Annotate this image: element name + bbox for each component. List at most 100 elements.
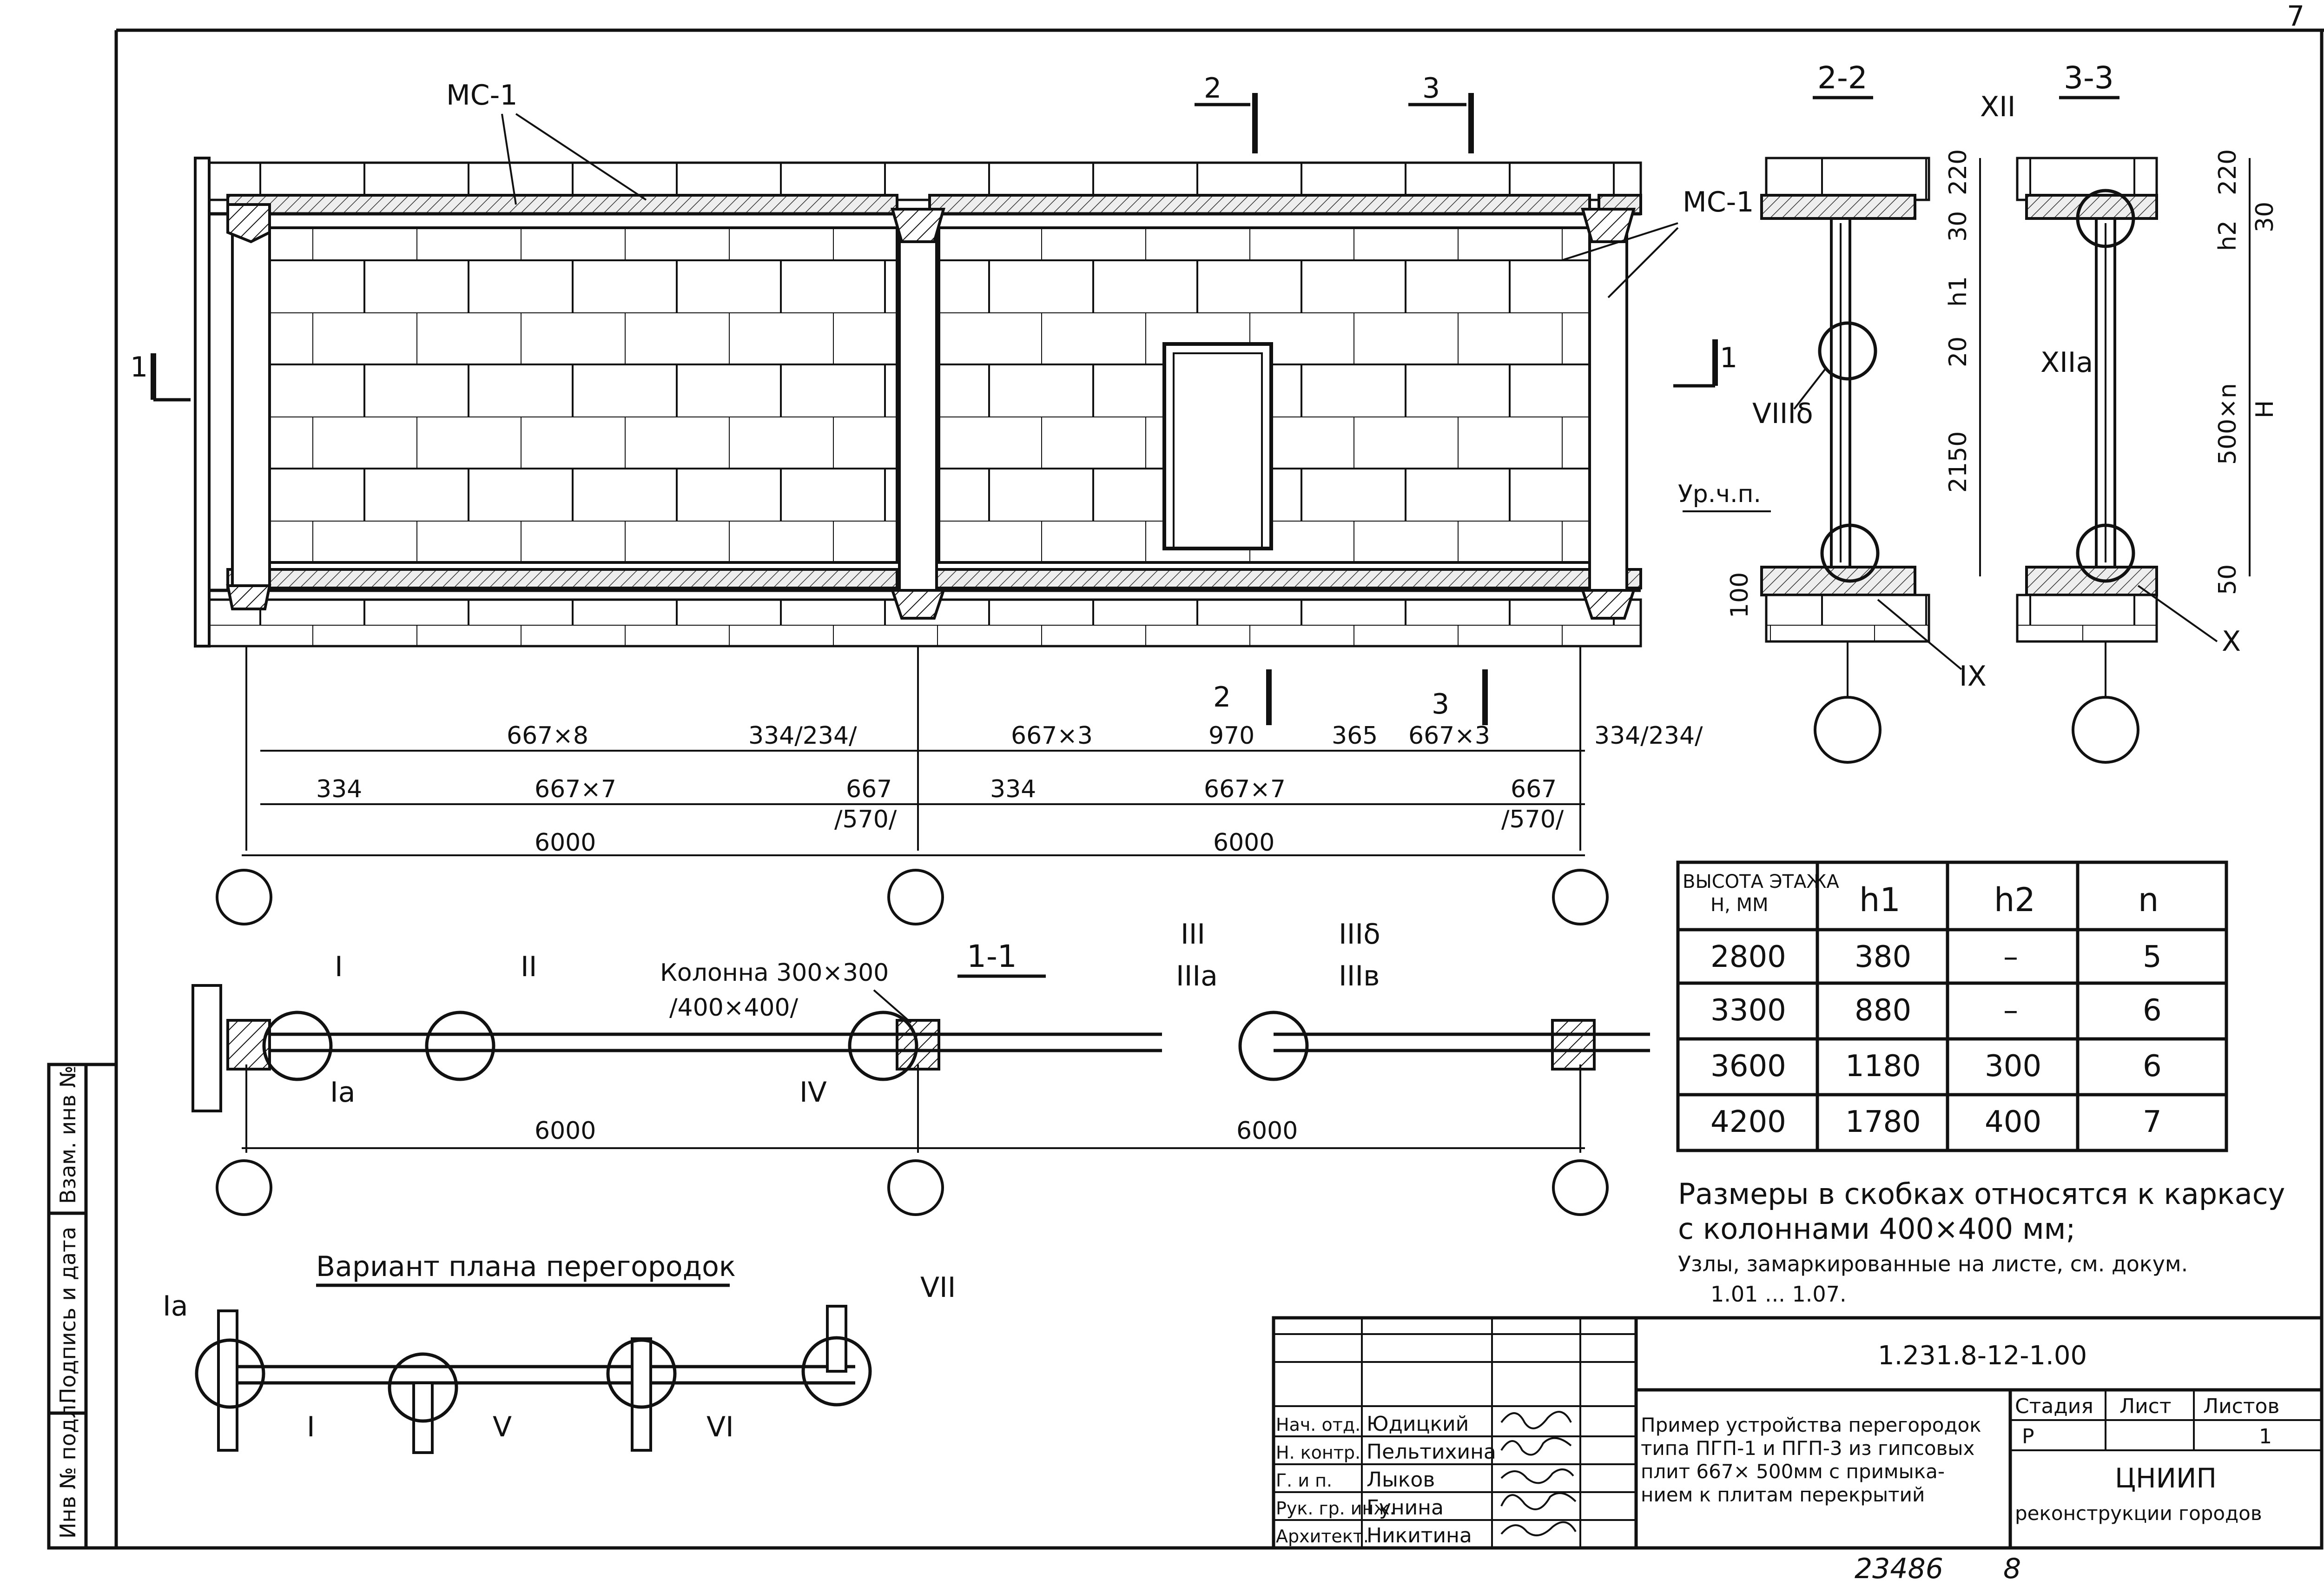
side-stamp-inv: Инв № подл. — [55, 1398, 80, 1539]
person-name: Гунина — [1367, 1496, 1444, 1520]
axis-bubble — [1552, 1159, 1609, 1216]
node-XIIa: XIIa — [2040, 346, 2093, 379]
elevation-dimensions: 667×8 334/234/ 667×3 970 365 667×3 334/2… — [216, 646, 1703, 925]
table-row: 4200 1780 400 7 — [1710, 1105, 2162, 1139]
mc1-left-label: МС-1 — [446, 79, 518, 112]
dim-667x3-b: 667×3 — [1408, 722, 1490, 750]
dim-970: 970 — [1208, 722, 1254, 750]
dim-667x7-b: 667×7 — [1204, 775, 1286, 803]
note-line-2: с колоннами 400×400 мм; — [1678, 1212, 2075, 1246]
plan-1-1: 1-1 Колонна 300×300 /400×400/ I Ia II IV… — [191, 918, 1650, 1216]
variant-node-V: V — [493, 1411, 512, 1443]
floor-height-table: ВЫСОТА ЭТАЖА Н, ММ h1 h2 n 2800 380 – 5 … — [1676, 860, 2228, 1152]
table-row: 3300 880 – 6 — [1710, 993, 2162, 1028]
note-line-3: Узлы, замаркированные на листе, см. доку… — [1678, 1251, 2188, 1276]
table-header-height: ВЫСОТА ЭТАЖА — [1683, 871, 1839, 892]
sec22-dim-h1: h1 — [1944, 276, 1972, 307]
signature — [1500, 1521, 1577, 1536]
node-Ia: Ia — [330, 1076, 355, 1109]
title-line-3: плит 667× 500мм с примыка- — [1641, 1460, 1945, 1483]
stage-value: Р — [2022, 1425, 2034, 1448]
table-cell: 3600 — [1710, 1049, 1786, 1084]
node-II: II — [521, 951, 537, 983]
signature — [1500, 1492, 1577, 1510]
dim-334-234-a: 334/234/ — [748, 722, 857, 750]
title-line-4: нием к плитам перекрытий — [1641, 1483, 1925, 1506]
person-role: Архитект. — [1276, 1526, 1369, 1547]
table-row: 3600 1180 300 6 — [1710, 1049, 2162, 1084]
section-3-3-title: 3-3 — [2064, 60, 2114, 96]
section-mark-3-top: 3 — [1422, 72, 1440, 105]
table-row: 2800 380 – 5 — [1710, 940, 2162, 974]
person-name: Лыков — [1367, 1468, 1435, 1492]
variant-node-I: I — [307, 1411, 315, 1443]
person-name: Никитина — [1367, 1524, 1472, 1547]
variant-node-VII: VII — [920, 1271, 956, 1304]
table-cell: 300 — [1985, 1049, 2041, 1084]
plan-dim-6000-b: 6000 — [1236, 1117, 1298, 1145]
variant-node-VI: VI — [706, 1411, 734, 1443]
axis-bubble — [887, 869, 944, 925]
stage-head: Стадия — [2015, 1395, 2093, 1418]
door-opening — [1162, 342, 1273, 550]
sec33-dim-500n: 500×n — [2214, 383, 2242, 465]
table-cell: 3300 — [1710, 993, 1786, 1028]
dim-365: 365 — [1332, 722, 1378, 750]
doc-code: 1.231.8-12-1.00 — [1878, 1341, 2087, 1371]
node-X: X — [2222, 625, 2241, 658]
dim-667-a: 667 — [846, 775, 892, 803]
axis-bubble — [1814, 696, 1882, 764]
section-mark-3-bottom: 3 — [1432, 688, 1449, 720]
org-name-1: ЦНИИП — [2115, 1462, 2217, 1494]
table-cell: 400 — [1985, 1105, 2041, 1139]
sec33-dim-H: H — [2251, 400, 2279, 418]
sec33-dim-30: 30 — [2251, 202, 2279, 232]
table-cell: – — [2003, 993, 2018, 1028]
table-cell: 6 — [2143, 1049, 2162, 1084]
sheets-head: Листов — [2203, 1395, 2279, 1418]
dim-334-a: 334 — [316, 775, 362, 803]
signature — [1500, 1468, 1574, 1484]
column-note-2: /400×400/ — [669, 994, 799, 1022]
title-line-1: Пример устройства перегородок — [1641, 1414, 1981, 1436]
dim-6000-b: 6000 — [1213, 829, 1274, 857]
table-cell: 4200 — [1710, 1105, 1786, 1139]
table-header-n: n — [2138, 881, 2159, 919]
node-XII: XII — [1980, 91, 2016, 123]
node-I: I — [335, 951, 343, 983]
section-mark-1-right: 1 — [1720, 342, 1737, 374]
sec22-dim-100: 100 — [1726, 572, 1754, 618]
sec22-dim-220: 220 — [1944, 149, 1972, 195]
dim-667x7-a: 667×7 — [535, 775, 616, 803]
node-IIIa: IIIa — [1176, 960, 1218, 992]
axis-bubble — [887, 1159, 944, 1216]
sheets-value: 1 — [2259, 1425, 2272, 1448]
table-cell: – — [2003, 940, 2018, 974]
axis-bubble — [2072, 696, 2139, 764]
page-number: 7 — [2287, 0, 2304, 33]
section-mark-2-bottom: 2 — [1213, 681, 1231, 714]
sec22-level-label: Ур.ч.п. — [1678, 480, 1761, 508]
node-VIIIb: VIIIδ — [1752, 397, 1813, 430]
table-cell: 2800 — [1710, 940, 1786, 974]
sheet-head: Лист — [2119, 1395, 2172, 1418]
section-mark-1-left: 1 — [130, 351, 148, 383]
plan-1-1-title: 1-1 — [967, 939, 1017, 974]
bottom-number: 23486 — [1855, 1553, 1943, 1585]
person-name: Пельтихина — [1367, 1440, 1496, 1464]
node-IX: IX — [1959, 660, 1987, 693]
table-header-h2: h2 — [1994, 881, 2035, 919]
sec33-dim-220: 220 — [2214, 149, 2242, 195]
side-stamp: Инв № подл. Подпись и дата Взам. инв № — [47, 1063, 118, 1550]
signature — [1500, 1411, 1572, 1429]
note-line-4: 1.01 ... 1.07. — [1710, 1282, 1847, 1307]
sec33-dim-50: 50 — [2214, 564, 2242, 595]
person-name: Юдицкий — [1367, 1412, 1469, 1436]
dim-667x8: 667×8 — [507, 722, 588, 750]
person-role: Н. контр. — [1276, 1442, 1360, 1463]
dim-667-b: 667 — [1511, 775, 1557, 803]
variant-node-Ia: Ia — [163, 1290, 188, 1322]
table-cell: 380 — [1855, 940, 1911, 974]
note-line-1: Размеры в скобках относятся к каркасу — [1678, 1177, 2285, 1211]
section-mark-2-top: 2 — [1204, 72, 1221, 105]
